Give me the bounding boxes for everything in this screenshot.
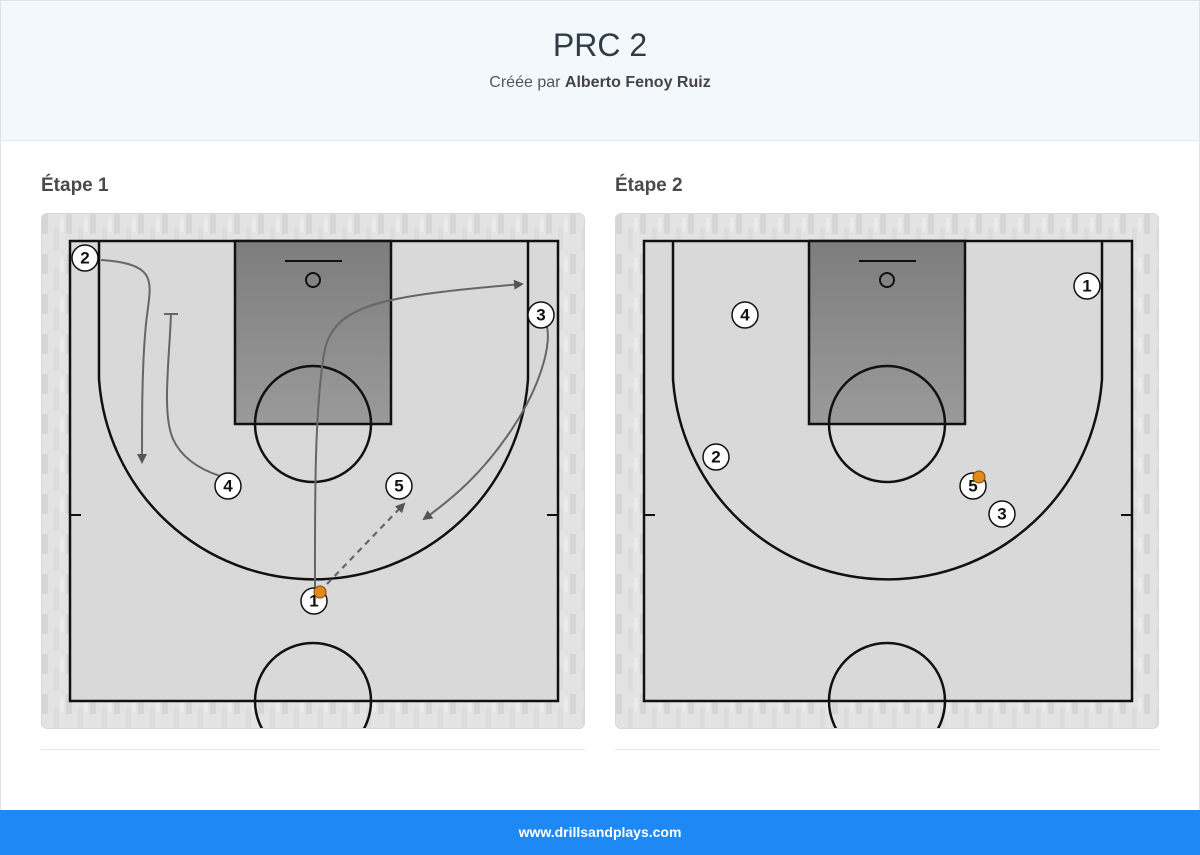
page-title: PRC 2 <box>552 27 648 63</box>
screen-line-player-4 <box>165 313 221 477</box>
player-4: 4 <box>214 472 242 500</box>
footer-site-link[interactable]: www.drillsandplays.com <box>518 824 682 840</box>
svg-text:3: 3 <box>997 505 1006 524</box>
paint-area <box>233 239 393 426</box>
free-throw-circle <box>827 364 947 484</box>
free-throw-circle <box>253 364 373 484</box>
three-point-line <box>671 241 1104 581</box>
svg-text:1: 1 <box>1082 277 1091 296</box>
created-by-label: Créée par <box>489 74 561 91</box>
svg-text:1: 1 <box>309 592 318 611</box>
dribble-path-player-1 <box>313 279 524 593</box>
player-4: 4 <box>731 301 759 329</box>
svg-text:4: 4 <box>223 477 233 496</box>
cut-arrow-player-3 <box>422 316 549 521</box>
step-2-divider <box>615 749 1159 750</box>
player-3: 3 <box>988 500 1016 528</box>
author-name: Alberto Fenoy Ruiz <box>564 74 711 91</box>
page-subtitle: Créée par Alberto Fenoy Ruiz <box>1 74 1199 92</box>
svg-text:4: 4 <box>740 306 750 325</box>
step-1-title: Étape 1 <box>41 175 109 196</box>
step-2-diagram: 1 4 2 5 3 <box>616 214 1158 728</box>
player-1: 1 <box>1073 272 1101 300</box>
page-header: PRC 2 Créée par Alberto Fenoy Ruiz <box>1 1 1199 141</box>
step-2-court: 1 4 2 5 3 <box>615 213 1159 729</box>
ball-icon <box>313 585 327 599</box>
three-point-line <box>97 241 530 581</box>
svg-text:5: 5 <box>968 477 977 496</box>
svg-text:2: 2 <box>711 448 720 467</box>
player-2: 2 <box>71 244 99 272</box>
step-1-diagram: 2 3 4 5 1 <box>42 214 584 728</box>
svg-text:3: 3 <box>536 306 545 325</box>
basket-rim <box>305 272 321 288</box>
paint-area <box>807 239 967 426</box>
center-circle <box>827 641 947 728</box>
step-1-divider <box>41 749 585 750</box>
pass-arrow-1-to-5 <box>326 502 406 585</box>
player-3: 3 <box>527 301 555 329</box>
player-2: 2 <box>702 443 730 471</box>
step-2-title: Étape 2 <box>615 175 683 196</box>
basket-rim <box>879 272 895 288</box>
cut-arrow-player-2 <box>100 259 151 464</box>
svg-text:5: 5 <box>394 477 403 496</box>
page-footer: www.drillsandplays.com <box>0 810 1200 855</box>
ball-icon <box>972 470 986 484</box>
player-5: 5 <box>385 472 413 500</box>
step-1-court: 2 3 4 5 1 <box>41 213 585 729</box>
svg-text:2: 2 <box>80 249 89 268</box>
center-circle <box>253 641 373 728</box>
